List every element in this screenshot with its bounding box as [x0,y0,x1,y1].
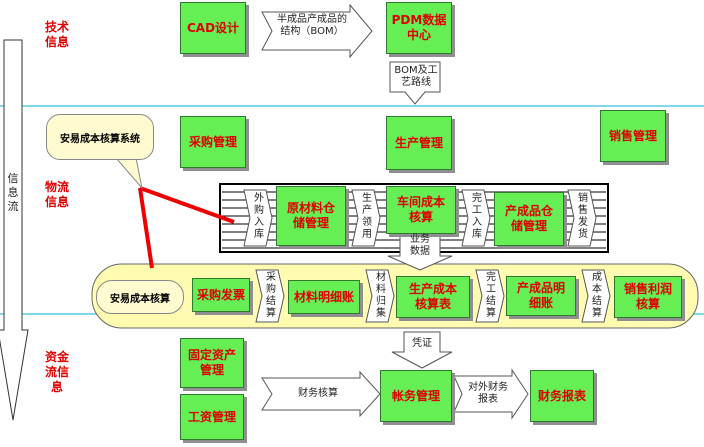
label-biz-data: 业务 数据 [410,234,430,257]
callout-cost-band: 安易成本核算 [96,280,184,314]
box-cad-design: CAD设计 [180,2,246,54]
label-purchase-settle: 采 购 结 算 [266,272,276,319]
label-bom-structure: 半成品产成品的 结构（BOM） [277,14,347,37]
box-material-ledger: 材料明细账 [288,280,360,314]
label-fin-accounting: 财务核算 [298,388,338,399]
section-finance-info: 资金 流信 息 [44,350,69,394]
label-bom-route: BOM及工 艺路线 [394,65,438,88]
box-fixed-assets: 固定资产 管理 [180,338,244,388]
box-sales-mgmt: 销售管理 [600,110,666,162]
box-purchase-invoice: 采购发票 [192,278,250,312]
box-fin-reports: 财务报表 [530,370,594,422]
box-accounts: 帐务管理 [380,370,452,422]
label-ext-purchase: 外 购 入 库 [254,193,264,240]
label-sales-ship: 销 售 发 货 [578,193,588,240]
label-external-reports: 对外财务 报表 [468,382,508,405]
label-material-collect: 材 料 归 集 [376,272,386,319]
label-voucher: 凭证 [412,338,432,349]
box-raw-storage: 原材料仓 储管理 [276,186,346,246]
box-pdm-center: PDM数据 中心 [386,2,452,54]
label-cost-settle: 成 本 结 算 [592,272,602,319]
callout-system: 安易成本核算系统 [46,114,154,160]
label-finish-in: 完 工 入 库 [472,193,482,240]
label-finish-settle: 完 工 结 算 [486,272,496,319]
divider-tech-logistics [0,105,704,107]
box-product-ledger: 产成品明 细账 [506,276,576,316]
box-sales-profit: 销售利润 核算 [614,276,682,318]
box-purchase-mgmt: 采购管理 [180,116,246,168]
section-tech-info: 技术 信息 [44,20,69,49]
info-flow-arrow [0,39,29,421]
info-flow-label: 信 息 流 [7,172,19,213]
red-connector [139,186,235,224]
box-product-storage: 产成品仓 储管理 [494,192,564,246]
box-production-mgmt: 生产管理 [386,116,452,170]
box-production-cost-table: 生产成本 核算表 [396,276,470,318]
red-connector-2 [138,187,154,269]
section-logistics-info: 物流 信息 [44,180,69,209]
box-payroll: 工资管理 [180,394,244,440]
box-workshop-cost: 车间成本 核算 [386,186,456,234]
label-prod-issue: 生 产 领 用 [362,193,372,240]
callout-tail [114,157,143,190]
